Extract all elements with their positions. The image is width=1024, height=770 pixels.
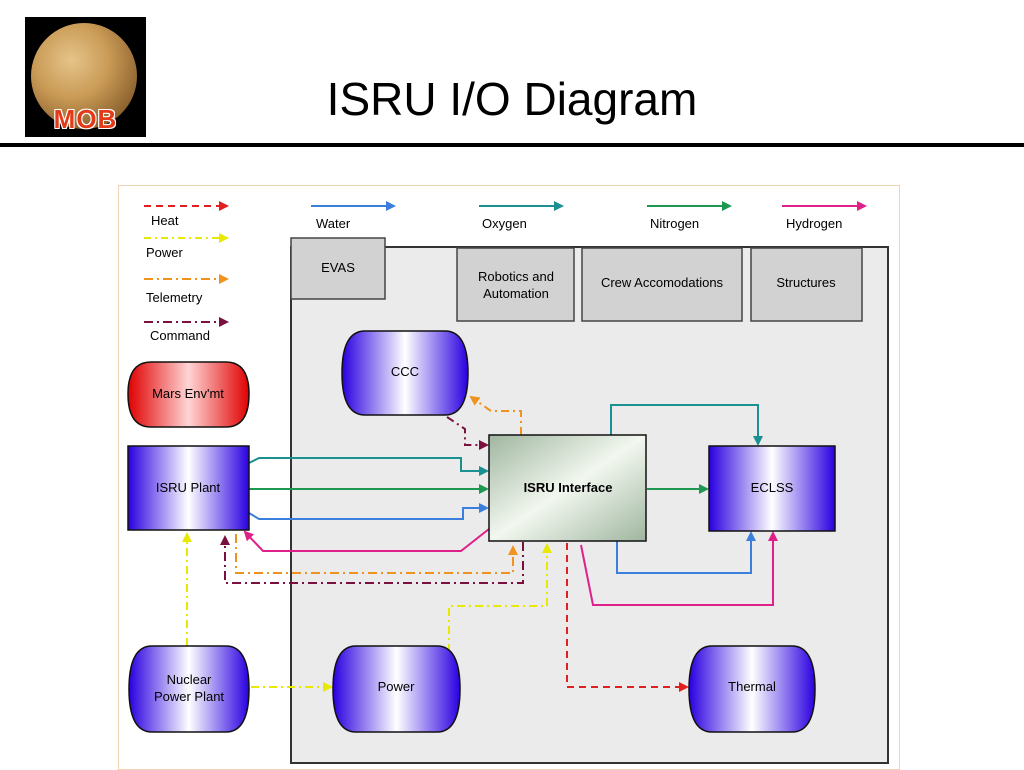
hydrogen-flow-interface-to-plant: [243, 528, 490, 552]
mob-logo: MOB: [25, 17, 146, 137]
structures-label: Structures: [776, 275, 836, 290]
power-label: Power: [378, 679, 416, 694]
power-node: [332, 645, 461, 733]
crew-accomodations-box: [581, 247, 743, 322]
logo-text: MOB: [53, 104, 118, 134]
ccc-label: CCC: [391, 364, 419, 379]
thermal-label: Thermal: [728, 679, 776, 694]
nuclear-label-line2: Power Plant: [154, 689, 224, 704]
telemetry-legend-label: Telemetry: [146, 290, 203, 305]
connectors: [182, 395, 778, 692]
nuclear-label-line1: Nuclear: [167, 672, 212, 687]
structures-box: [750, 247, 863, 322]
command-legend-label: Command: [150, 328, 210, 343]
water-flow-plant-to-interface: [248, 503, 489, 520]
mars-envmt-node: [127, 361, 250, 428]
isru-plant-label: ISRU Plant: [156, 480, 221, 495]
isru-plant-node: [127, 445, 250, 531]
legend: Heat Power Telemetry Command Water Oxyge…: [144, 201, 867, 343]
isru-interface-node: [488, 434, 647, 542]
heat-legend-label: Heat: [151, 213, 179, 228]
ccc-node: [341, 330, 469, 416]
hydrogen-flow-interface-to-eclss: [580, 531, 778, 606]
oxygen-flow-plant-to-interface: [248, 457, 489, 476]
crew-accomodations-label: Crew Accomodations: [601, 275, 724, 290]
mars-envmt-label: Mars Env'mt: [152, 386, 224, 401]
robotics-label-line1: Robotics and: [478, 269, 554, 284]
eclss-label: ECLSS: [751, 480, 794, 495]
nuclear-power-plant-node: [128, 645, 250, 733]
water-legend-label: Water: [316, 216, 351, 231]
thermal-node: [688, 645, 816, 733]
hydrogen-legend-label: Hydrogen: [786, 216, 842, 231]
oxygen-flow-interface-to-eclss: [610, 404, 763, 446]
page-title: ISRU I/O Diagram: [326, 73, 698, 125]
command-interface-to-plant: [220, 535, 524, 584]
power-to-interface: [448, 543, 552, 652]
isru-interface-label: ISRU Interface: [524, 480, 613, 495]
robotics-label-line2: Automation: [483, 286, 549, 301]
power-legend-label: Power: [146, 245, 184, 260]
evas-label: EVAS: [321, 260, 355, 275]
heat-interface-to-thermal: [566, 543, 689, 692]
oxygen-legend-label: Oxygen: [482, 216, 527, 231]
evas-box: [290, 237, 386, 300]
eclss-node: [708, 445, 836, 532]
command-ccc-to-interface: [446, 416, 489, 450]
title-divider: [0, 143, 1024, 147]
telemetry-plant-to-interface: [235, 534, 518, 574]
robotics-box: [456, 247, 575, 322]
isru-diagram: Heat Power Telemetry Command Water Oxyge…: [118, 185, 900, 770]
water-flow-interface-to-eclss: [616, 531, 756, 574]
telemetry-interface-to-ccc: [469, 395, 522, 435]
mars-planet-icon: [31, 23, 137, 129]
nitrogen-legend-label: Nitrogen: [650, 216, 699, 231]
